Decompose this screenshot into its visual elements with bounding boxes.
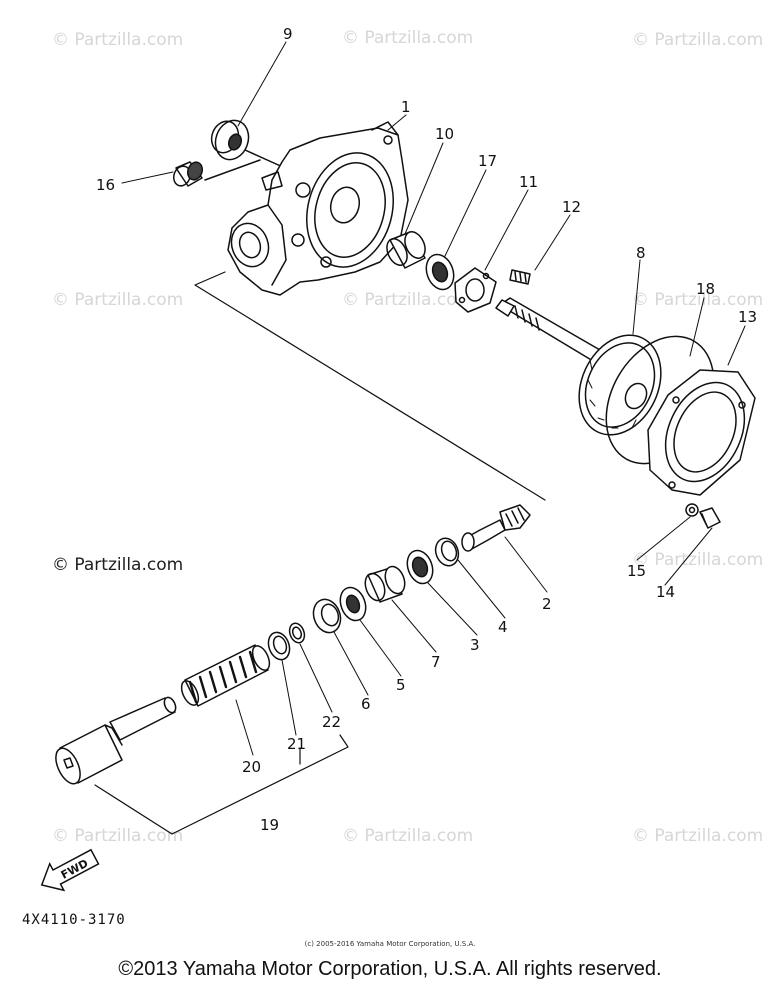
part-3-bearing <box>406 549 434 585</box>
callout-2: 2 <box>542 595 552 613</box>
callout-11: 11 <box>519 173 538 191</box>
callout-7: 7 <box>431 653 441 671</box>
callout-8: 8 <box>636 244 646 262</box>
watermark-dark: © Partzilla.com <box>52 555 184 575</box>
callout-14: 14 <box>656 583 675 601</box>
part-1-gear-case <box>227 121 409 296</box>
callout-12: 12 <box>562 198 581 216</box>
watermark: © Partzilla.com <box>632 290 764 310</box>
part-11-retainer <box>454 267 497 313</box>
part-19-tool <box>55 696 177 785</box>
part-2-pinion <box>461 504 531 552</box>
callout-9: 9 <box>283 25 293 43</box>
callout-4: 4 <box>498 618 508 636</box>
part-7-collar <box>364 565 406 603</box>
callout-6: 6 <box>361 695 371 713</box>
part-20-spring <box>180 644 271 707</box>
part-8-shaft-gear <box>495 297 662 436</box>
callout-20: 20 <box>242 758 261 776</box>
watermark: © Partzilla.com <box>342 28 474 48</box>
part-16-collar <box>172 161 204 187</box>
watermark: © Partzilla.com <box>52 826 184 846</box>
callout-17: 17 <box>478 152 497 170</box>
part-12-bolt <box>509 269 531 285</box>
watermark: © Partzilla.com <box>632 550 764 570</box>
part-15-washer <box>685 503 699 517</box>
callout-19: 19 <box>260 816 279 834</box>
callout-16: 16 <box>96 176 115 194</box>
callout-1: 1 <box>401 98 411 116</box>
footer-copyright: ©2013 Yamaha Motor Corporation, U.S.A. A… <box>118 958 662 980</box>
callout-3: 3 <box>470 636 480 654</box>
watermark: © Partzilla.com <box>342 290 474 310</box>
part-21-ring <box>267 631 291 661</box>
callout-numbers: 1 2 3 4 5 6 7 8 9 10 11 12 13 14 15 16 1… <box>96 25 757 834</box>
part-14-bolt <box>699 507 721 529</box>
small-copyright: (c) 2005-2016 Yamaha Motor Corporation, … <box>304 940 476 948</box>
part-5-bearing <box>339 586 367 622</box>
watermark: © Partzilla.com <box>632 30 764 50</box>
part-17-bearing <box>425 253 455 291</box>
part-6-nut <box>312 598 342 634</box>
callout-15: 15 <box>627 562 646 580</box>
callout-5: 5 <box>396 676 406 694</box>
fwd-arrow-icon: FWD <box>40 848 100 892</box>
part-4-shim <box>434 537 460 567</box>
diagram-code: 4X4110-3170 <box>22 912 126 928</box>
callout-10: 10 <box>435 125 454 143</box>
watermark: © Partzilla.com <box>52 30 184 50</box>
part-13-cover <box>647 369 756 496</box>
part-10-sleeve <box>386 231 426 269</box>
callout-13: 13 <box>738 308 757 326</box>
callout-22: 22 <box>322 713 341 731</box>
watermark: © Partzilla.com <box>342 826 474 846</box>
callout-18: 18 <box>696 280 715 298</box>
part-22-washer <box>288 622 306 644</box>
part-9-bearing <box>210 119 250 161</box>
watermark: © Partzilla.com <box>52 290 184 310</box>
watermark: © Partzilla.com <box>632 826 764 846</box>
callout-21: 21 <box>287 735 306 753</box>
